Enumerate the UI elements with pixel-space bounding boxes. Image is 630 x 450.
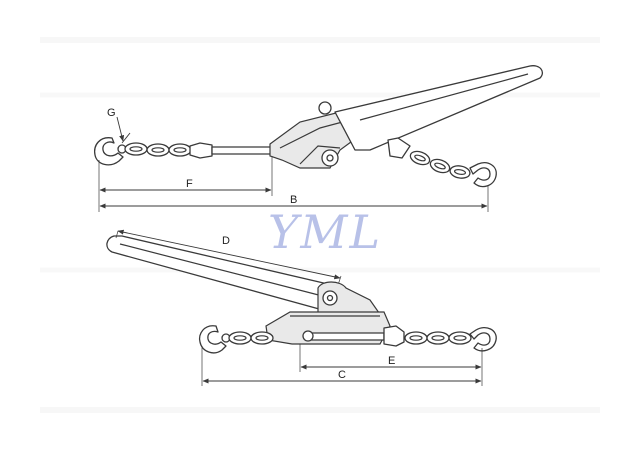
bottom-right-chain-link — [448, 331, 472, 345]
dimension-line-d — [117, 229, 341, 280]
dimension-label-d: D — [222, 235, 230, 247]
bottom-tension-rod — [307, 332, 385, 341]
dimension-label-b: B — [290, 194, 297, 206]
bottom-left-chain-link — [250, 331, 274, 345]
bottom-right-chain-link — [404, 331, 428, 345]
bottom-load-binder: D E C — [106, 229, 497, 386]
top-right-hook — [469, 162, 497, 188]
dimension-label-e: E — [388, 355, 395, 367]
bottom-right-hook — [469, 326, 497, 352]
bottom-left-chain-link — [228, 331, 252, 345]
top-left-hook — [94, 137, 124, 166]
top-right-chain-link — [429, 158, 451, 174]
top-lever-handle — [334, 65, 544, 151]
top-left-chain-link — [168, 143, 192, 157]
top-right-chain-link — [409, 150, 431, 166]
top-tension-rod — [211, 146, 273, 155]
bottom-right-chain-link — [426, 331, 450, 345]
top-load-binder: G F B — [94, 65, 544, 212]
top-left-chain-link — [146, 143, 170, 157]
dimension-label-c: C — [338, 369, 346, 381]
dimension-label-g: G — [107, 107, 116, 119]
dimension-label-f: F — [186, 178, 193, 190]
brand-watermark: YML — [268, 205, 382, 259]
bottom-left-hook — [198, 325, 227, 354]
top-right-chain-link — [449, 165, 471, 179]
top-left-chain-link — [124, 142, 148, 156]
